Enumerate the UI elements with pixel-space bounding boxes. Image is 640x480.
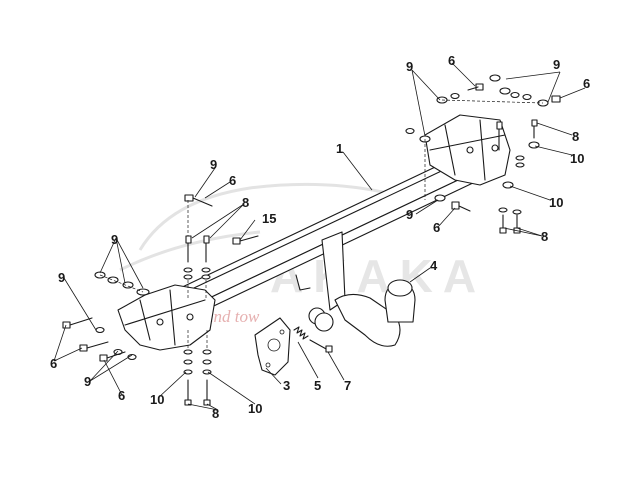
- callout-10: 10: [570, 151, 584, 166]
- callout-8: 8: [572, 129, 579, 144]
- callout-9: 9: [406, 59, 413, 74]
- callout-8: 8: [212, 406, 219, 421]
- callout-7: 7: [344, 378, 351, 393]
- callout-4: 4: [430, 258, 438, 273]
- callout-6: 6: [433, 220, 440, 235]
- callout-6: 6: [50, 356, 57, 371]
- callout-6: 6: [448, 53, 455, 68]
- callout-9: 9: [406, 207, 413, 222]
- callout-6: 6: [118, 388, 125, 403]
- callout-10: 10: [549, 195, 563, 210]
- callout-9: 9: [111, 232, 118, 247]
- callout-6: 6: [229, 173, 236, 188]
- right-mounting-bracket: [424, 114, 511, 186]
- watermark-tagline: and tow: [205, 307, 260, 326]
- callout-10: 10: [248, 401, 262, 416]
- callout-6: 6: [583, 76, 590, 91]
- tow-ball-assembly: [295, 231, 416, 347]
- callout-10: 10: [150, 392, 164, 407]
- callout-5: 5: [314, 378, 321, 393]
- callout-9: 9: [58, 270, 65, 285]
- spring-and-bolt: [293, 326, 333, 353]
- callout-3: 3: [283, 378, 290, 393]
- callout-9: 9: [84, 374, 91, 389]
- callout-9: 9: [210, 157, 217, 172]
- callout-numbers: 1 4 3 5 7 15 9 6 9 6 8 10 10 8 9 6 9 6 8…: [50, 53, 590, 421]
- callout-15: 15: [262, 211, 276, 226]
- callout-9: 9: [553, 57, 560, 72]
- callout-8: 8: [242, 195, 249, 210]
- callout-8: 8: [541, 229, 548, 244]
- left-fasteners: [62, 194, 259, 406]
- callout-1: 1: [336, 141, 343, 156]
- socket-plate: [254, 317, 291, 376]
- leader-lines: [53, 62, 586, 411]
- left-mounting-bracket: [117, 284, 216, 351]
